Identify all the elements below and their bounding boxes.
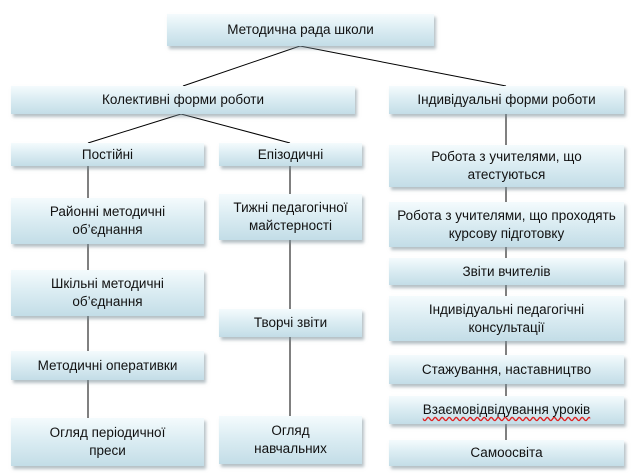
episodic-item: Огляд навчальних: [219, 416, 362, 464]
root-label: Методична рада школи: [227, 22, 374, 37]
episodic-item: Тижні педагогічної майстерності: [219, 194, 362, 240]
individual-item: Звіти вчителів: [389, 258, 624, 285]
permanent-label: Постійні: [81, 146, 134, 162]
individual-item: Робота з учителями, що атестуються: [389, 145, 624, 187]
permanent-item: Шкільні методичні об’єднання: [11, 270, 204, 316]
individual-item-label: Робота з учителями, що проходять курсову…: [397, 207, 616, 241]
episodic-node: Епізодичні: [219, 143, 362, 166]
collective-forms-node: Колективні форми роботи: [11, 86, 355, 114]
permanent-item-label: Методичні оперативки: [37, 357, 178, 373]
episodic-item-label: Тижні педагогічної майстерності: [233, 200, 348, 233]
permanent-item: Методичні оперативки: [11, 351, 204, 380]
individual-item-label: Звіти вчителів: [462, 263, 551, 279]
individual-item: Індивідуальні педагогічні консультації: [389, 296, 624, 341]
permanent-item-label: Районні методичні об’єднання: [49, 204, 166, 237]
individual-item-label: Самоосвіта: [470, 445, 543, 460]
individual-item: Взаємовідвідування уроків: [389, 396, 624, 424]
episodic-item: Творчі звіти: [219, 309, 362, 337]
permanent-item: Районні методичні об’єднання: [11, 198, 204, 244]
permanent-item-label: Огляд періодичної преси: [49, 425, 166, 458]
individual-item-label: Стажування, наставництво: [421, 361, 592, 377]
individual-forms-node: Індивідуальні форми роботи: [389, 86, 624, 114]
permanent-node: Постійні: [11, 143, 204, 166]
individual-item: Стажування, наставництво: [389, 355, 624, 384]
permanent-item-label: Шкільні методичні об’єднання: [51, 276, 164, 309]
individual-item-label: Робота з учителями, що атестуються: [431, 149, 582, 182]
collective-forms-label: Колективні форми роботи: [102, 92, 264, 107]
episodic-item-label: Творчі звіти: [253, 315, 328, 330]
individual-forms-label: Індивідуальні форми роботи: [417, 92, 596, 107]
episodic-item-label: Огляд навчальних: [254, 423, 327, 456]
permanent-item: Огляд періодичної преси: [11, 418, 204, 466]
individual-item-label: Індивідуальні педагогічні консультації: [428, 301, 585, 335]
root-node: Методична рада школи: [167, 14, 434, 46]
individual-item: Самоосвіта: [389, 440, 624, 466]
episodic-label: Епізодичні: [257, 146, 324, 162]
individual-item-label: Взаємовідвідування уроків: [422, 402, 591, 417]
individual-item: Робота з учителями, що проходять курсову…: [389, 202, 624, 247]
